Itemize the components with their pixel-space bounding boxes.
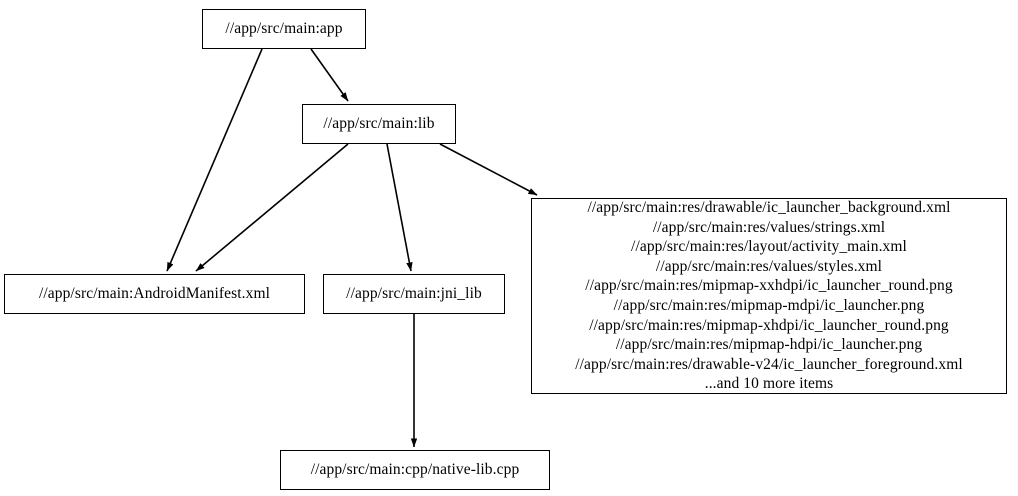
graph-node-android-manifest[interactable]: //app/src/main:AndroidManifest.xml [4, 274, 305, 314]
node-label: //app/src/main:lib [323, 115, 435, 133]
graph-node-res-collection[interactable]: //app/src/main:res/drawable/ic_launcher_… [531, 198, 1007, 394]
node-label-line: //app/src/main:res/values/styles.xml [655, 257, 883, 275]
edge-app-to-lib [310, 48, 349, 102]
node-label-line: //app/src/main:res/drawable/ic_launcher_… [587, 199, 951, 217]
node-label: //app/src/main:jni_lib [346, 285, 482, 303]
graph-node-app[interactable]: //app/src/main:app [202, 9, 366, 49]
graph-node-native-lib-cpp[interactable]: //app/src/main:cpp/native-lib.cpp [280, 450, 550, 490]
edge-lib-to-res-collection [439, 143, 538, 196]
node-label-line: //app/src/main:res/mipmap-xxhdpi/ic_laun… [585, 277, 953, 295]
edge-app-to-manifest [166, 48, 263, 272]
node-label-line: //app/src/main:res/drawable-v24/ic_launc… [575, 355, 963, 373]
node-label: //app/src/main:app [225, 20, 343, 38]
graph-node-lib[interactable]: //app/src/main:lib [302, 104, 456, 144]
edge-lib-to-jni-lib [386, 143, 413, 272]
node-label: //app/src/main:AndroidManifest.xml [38, 285, 271, 303]
node-label-line: //app/src/main:res/values/strings.xml [652, 218, 886, 236]
node-label: //app/src/main:cpp/native-lib.cpp [310, 461, 520, 479]
edge-lib-to-manifest [195, 143, 349, 272]
node-label-line: //app/src/main:res/mipmap-hdpi/ic_launch… [615, 336, 923, 354]
node-label-more-items: ...and 10 more items [704, 375, 834, 393]
graph-node-jni-lib[interactable]: //app/src/main:jni_lib [323, 274, 505, 314]
node-label-line: //app/src/main:res/mipmap-xhdpi/ic_launc… [589, 316, 949, 334]
node-label-line: //app/src/main:res/layout/activity_main.… [631, 238, 907, 256]
node-label-line: //app/src/main:res/mipmap-mdpi/ic_launch… [613, 297, 925, 314]
